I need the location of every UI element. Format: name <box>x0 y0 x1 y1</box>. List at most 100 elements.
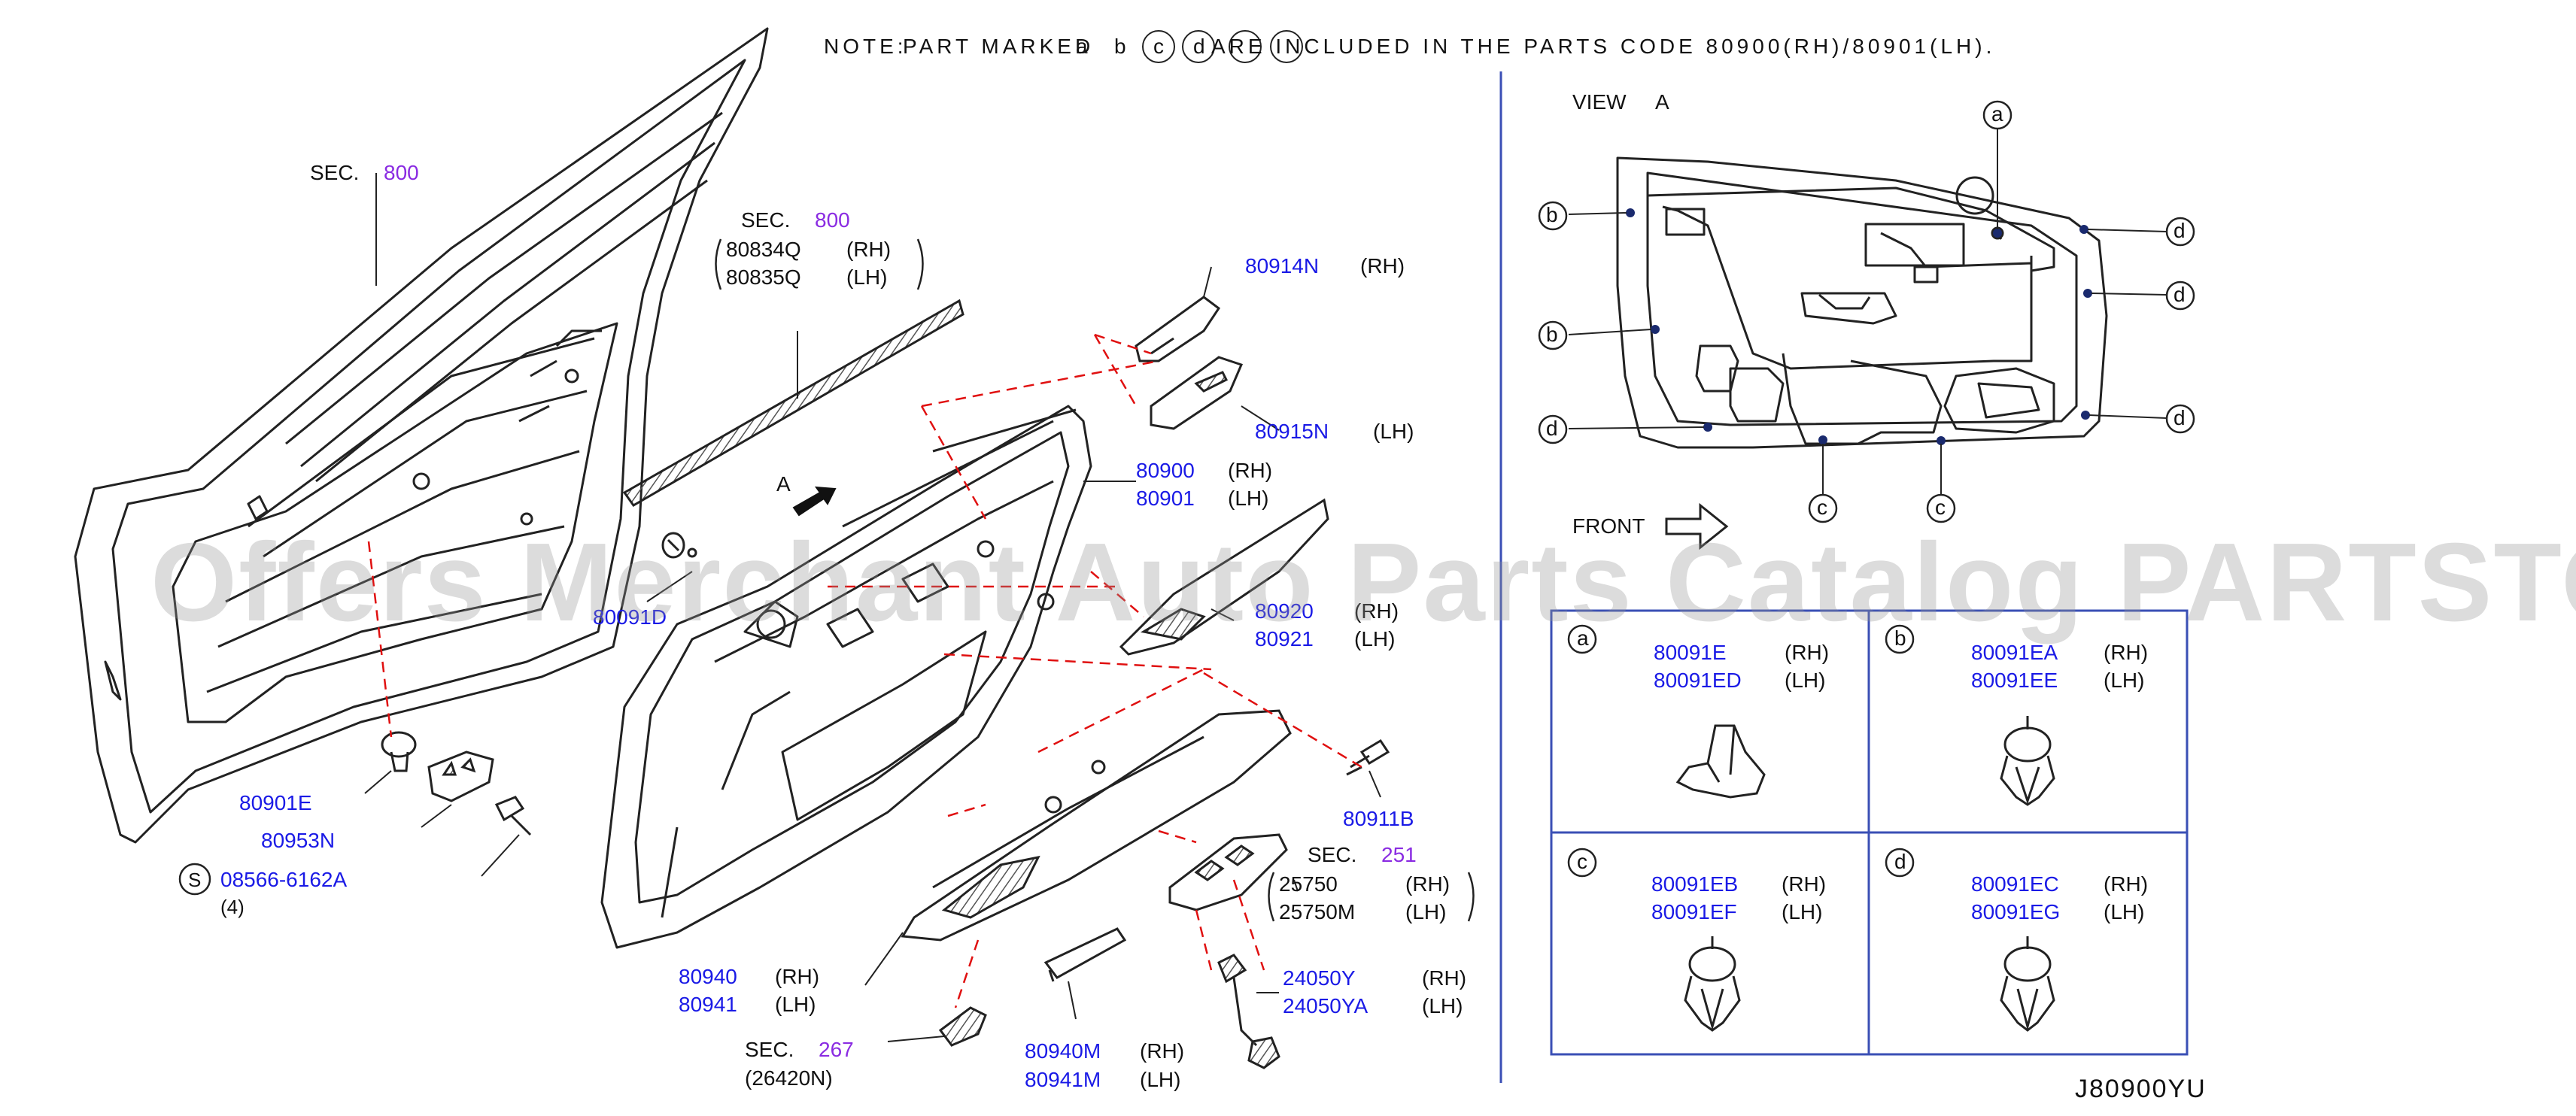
part-80941[interactable]: 80941 <box>679 993 737 1016</box>
view-a-panel-outline <box>1616 156 2108 449</box>
note-mark-a: a <box>1076 35 1088 58</box>
molding-lh-side: (LH) <box>846 265 888 289</box>
view-marker-b1: b <box>1546 203 1558 226</box>
part-26420n[interactable]: (26420N) <box>745 1066 833 1090</box>
part-80900[interactable]: 80900 <box>1136 459 1195 482</box>
screw-qty: (4) <box>220 896 245 918</box>
part-25750[interactable]: 25750 <box>1279 872 1338 896</box>
clip-b-lh-side: (LH) <box>2104 669 2145 692</box>
view-marker-d3: d <box>2174 283 2186 306</box>
door-trim-panel-illustration <box>600 405 1092 949</box>
molding-lh-code[interactable]: 80835Q <box>726 265 801 289</box>
sec800-molding-label: SEC. <box>741 208 791 232</box>
part-24050ya[interactable]: 24050YA <box>1283 994 1368 1017</box>
part-25750m-side: (LH) <box>1405 900 1447 923</box>
clip-a-icon <box>1675 724 1766 799</box>
clip-d-icon <box>2000 936 2055 1032</box>
view-a-markers <box>1538 100 2195 523</box>
part-80920[interactable]: 80920 <box>1255 599 1314 623</box>
clip-table-grid <box>1550 609 2189 1056</box>
view-marker-a: a <box>1991 102 2003 126</box>
part-80900-side: (RH) <box>1228 459 1273 482</box>
molding-brackets <box>715 238 1475 922</box>
clip-a-rh-code[interactable]: 80091E <box>1654 641 1727 664</box>
clip-a-lh-code[interactable]: 80091ED <box>1654 669 1742 692</box>
part-80941m[interactable]: 80941M <box>1025 1068 1101 1091</box>
view-marker-c2: c <box>1935 496 1946 519</box>
view-marker-c1: c <box>1817 496 1827 519</box>
part-80940-side: (RH) <box>775 965 820 988</box>
part-80911b[interactable]: 80911B <box>1343 807 1414 830</box>
clip-d-rh-code[interactable]: 80091EC <box>1971 872 2059 896</box>
part-25750-side: (RH) <box>1405 872 1451 896</box>
part-80941m-side: (LH) <box>1140 1068 1181 1091</box>
part-80953n[interactable]: 80953N <box>261 829 336 852</box>
watermark-text: Offers Merchant Auto Parts Catalog PARTS… <box>150 520 2576 644</box>
dashed-reference-lines <box>367 333 1362 1008</box>
armrest-illustration <box>901 709 1292 942</box>
clip-a-rh-side: (RH) <box>1785 641 1830 664</box>
part-80940m[interactable]: 80940M <box>1025 1039 1101 1063</box>
part-80940[interactable]: 80940 <box>679 965 737 988</box>
front-label: FRONT <box>1572 514 1645 538</box>
wire-harness-illustration <box>1217 954 1280 1069</box>
door-lamp-illustration <box>938 1006 987 1047</box>
part-80901[interactable]: 80901 <box>1136 487 1195 510</box>
clip-table-marker-circles <box>1567 624 1915 878</box>
clip-c-icon <box>1684 936 1741 1032</box>
note-mark-b: b <box>1114 35 1126 58</box>
clip-d-rh-side: (RH) <box>2104 872 2149 896</box>
view-a-title: VIEW <box>1572 90 1627 114</box>
clip-c-lh-code[interactable]: 80091EF <box>1651 900 1737 923</box>
view-a-arrow <box>792 486 837 517</box>
note-suffix: ARE INCLUDED IN THE PARTS CODE 80900(RH)… <box>1211 35 1996 58</box>
diagram-code: J80900YU <box>2075 1075 2207 1103</box>
sec800-molding-number[interactable]: 800 <box>815 208 850 232</box>
sec267-number[interactable]: 267 <box>819 1038 854 1061</box>
view-marker-d1: d <box>1546 417 1558 440</box>
clip-d-lh-side: (LH) <box>2104 900 2145 923</box>
part-80914n[interactable]: 80914N <box>1245 254 1320 277</box>
sec800-door-number[interactable]: 800 <box>384 161 419 184</box>
clip-d-lh-code[interactable]: 80091EG <box>1971 900 2061 923</box>
sec251-number[interactable]: 251 <box>1381 843 1417 866</box>
clip-c-rh-code[interactable]: 80091EB <box>1651 872 1739 896</box>
clip-b-lh-code[interactable]: 80091EE <box>1971 669 2058 692</box>
part-80921-side: (LH) <box>1354 627 1396 650</box>
door-shell-illustration <box>74 27 769 844</box>
part-80901e[interactable]: 80901E <box>239 791 312 814</box>
clip-d-mark: d <box>1894 850 1906 873</box>
note-text: PART MARKED <box>903 35 1095 58</box>
clip-c-rh-side: (RH) <box>1782 872 1827 896</box>
screw-marker: S <box>188 869 202 891</box>
part-80915n[interactable]: 80915N <box>1255 420 1329 443</box>
part-80940m-side: (RH) <box>1140 1039 1185 1063</box>
front-arrow-icon <box>1665 502 1729 550</box>
clip-b-rh-side: (RH) <box>2104 641 2149 664</box>
clip-b-rh-code[interactable]: 80091EA <box>1971 641 2058 664</box>
part-80091d[interactable]: 80091D <box>593 605 667 629</box>
sec251-label: SEC. <box>1308 843 1357 866</box>
part-25750m[interactable]: 25750M <box>1279 900 1356 923</box>
view-a-arrow-label: A <box>776 472 791 496</box>
molding-rh-code[interactable]: 80834Q <box>726 238 801 261</box>
clip-a-lh-side: (LH) <box>1785 669 1826 692</box>
screw-80911b-illustration <box>1346 738 1390 776</box>
view-marker-d4: d <box>2174 406 2186 429</box>
note-mark-circles <box>1142 30 1303 63</box>
view-marker-d2: d <box>2174 219 2186 242</box>
cup-holder-illustration <box>1043 927 1127 982</box>
clip-c-lh-side: (LH) <box>1782 900 1823 923</box>
part-24050y-side: (RH) <box>1422 966 1467 990</box>
part-80914n-side: (RH) <box>1360 254 1405 277</box>
part-80901-side: (LH) <box>1228 487 1269 510</box>
part-24050y[interactable]: 24050Y <box>1283 966 1356 990</box>
sec267-label: SEC. <box>745 1038 794 1061</box>
sec800-door-label: SEC. <box>310 161 360 184</box>
note-mark-d: d <box>1193 35 1205 58</box>
part-80921[interactable]: 80921 <box>1255 627 1314 650</box>
clip-c-mark: c <box>1577 850 1587 873</box>
part-08566-6162a[interactable]: 08566-6162A <box>220 868 348 891</box>
